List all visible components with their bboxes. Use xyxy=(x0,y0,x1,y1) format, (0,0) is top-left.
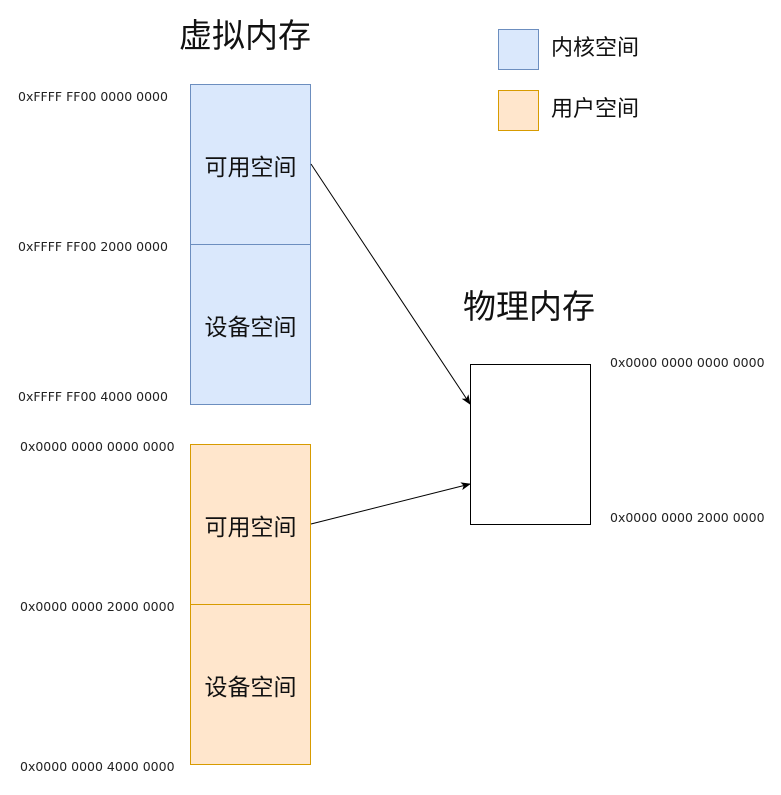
physical-addr-top: 0x0000 0000 0000 0000 xyxy=(610,355,765,370)
legend-kernel-swatch xyxy=(498,29,539,70)
kernel-device-label: 设备空间 xyxy=(204,314,297,341)
legend-kernel-label: 内核空间 xyxy=(551,36,640,61)
kernel-device-block: 设备空间 xyxy=(190,244,311,405)
user-device-block: 设备空间 xyxy=(190,604,311,765)
legend-user-swatch xyxy=(498,90,539,131)
kernel-available-label: 可用空间 xyxy=(204,154,297,181)
virtual-memory-title: 虚拟内存 xyxy=(179,16,311,55)
legend-user-label: 用户空间 xyxy=(551,97,640,122)
user-addr-top: 0x0000 0000 0000 0000 xyxy=(20,439,175,454)
user-available-block: 可用空间 xyxy=(190,444,311,605)
physical-addr-bottom: 0x0000 0000 2000 0000 xyxy=(610,510,765,525)
user-to-physical-arrow xyxy=(310,482,471,525)
kernel-addr-top: 0xFFFF FF00 0000 0000 xyxy=(18,89,168,104)
physical-memory-title: 物理内存 xyxy=(463,287,595,326)
kernel-addr-bottom: 0xFFFF FF00 4000 0000 xyxy=(18,389,168,404)
physical-memory-block xyxy=(470,364,591,525)
kernel-to-physical-arrow xyxy=(310,163,471,405)
user-available-label: 可用空间 xyxy=(204,514,297,541)
kernel-available-block: 可用空间 xyxy=(190,84,311,245)
kernel-addr-mid: 0xFFFF FF00 2000 0000 xyxy=(18,239,168,254)
user-addr-mid: 0x0000 0000 2000 0000 xyxy=(20,599,175,614)
user-addr-bottom: 0x0000 0000 4000 0000 xyxy=(20,759,175,774)
user-device-label: 设备空间 xyxy=(204,674,297,701)
